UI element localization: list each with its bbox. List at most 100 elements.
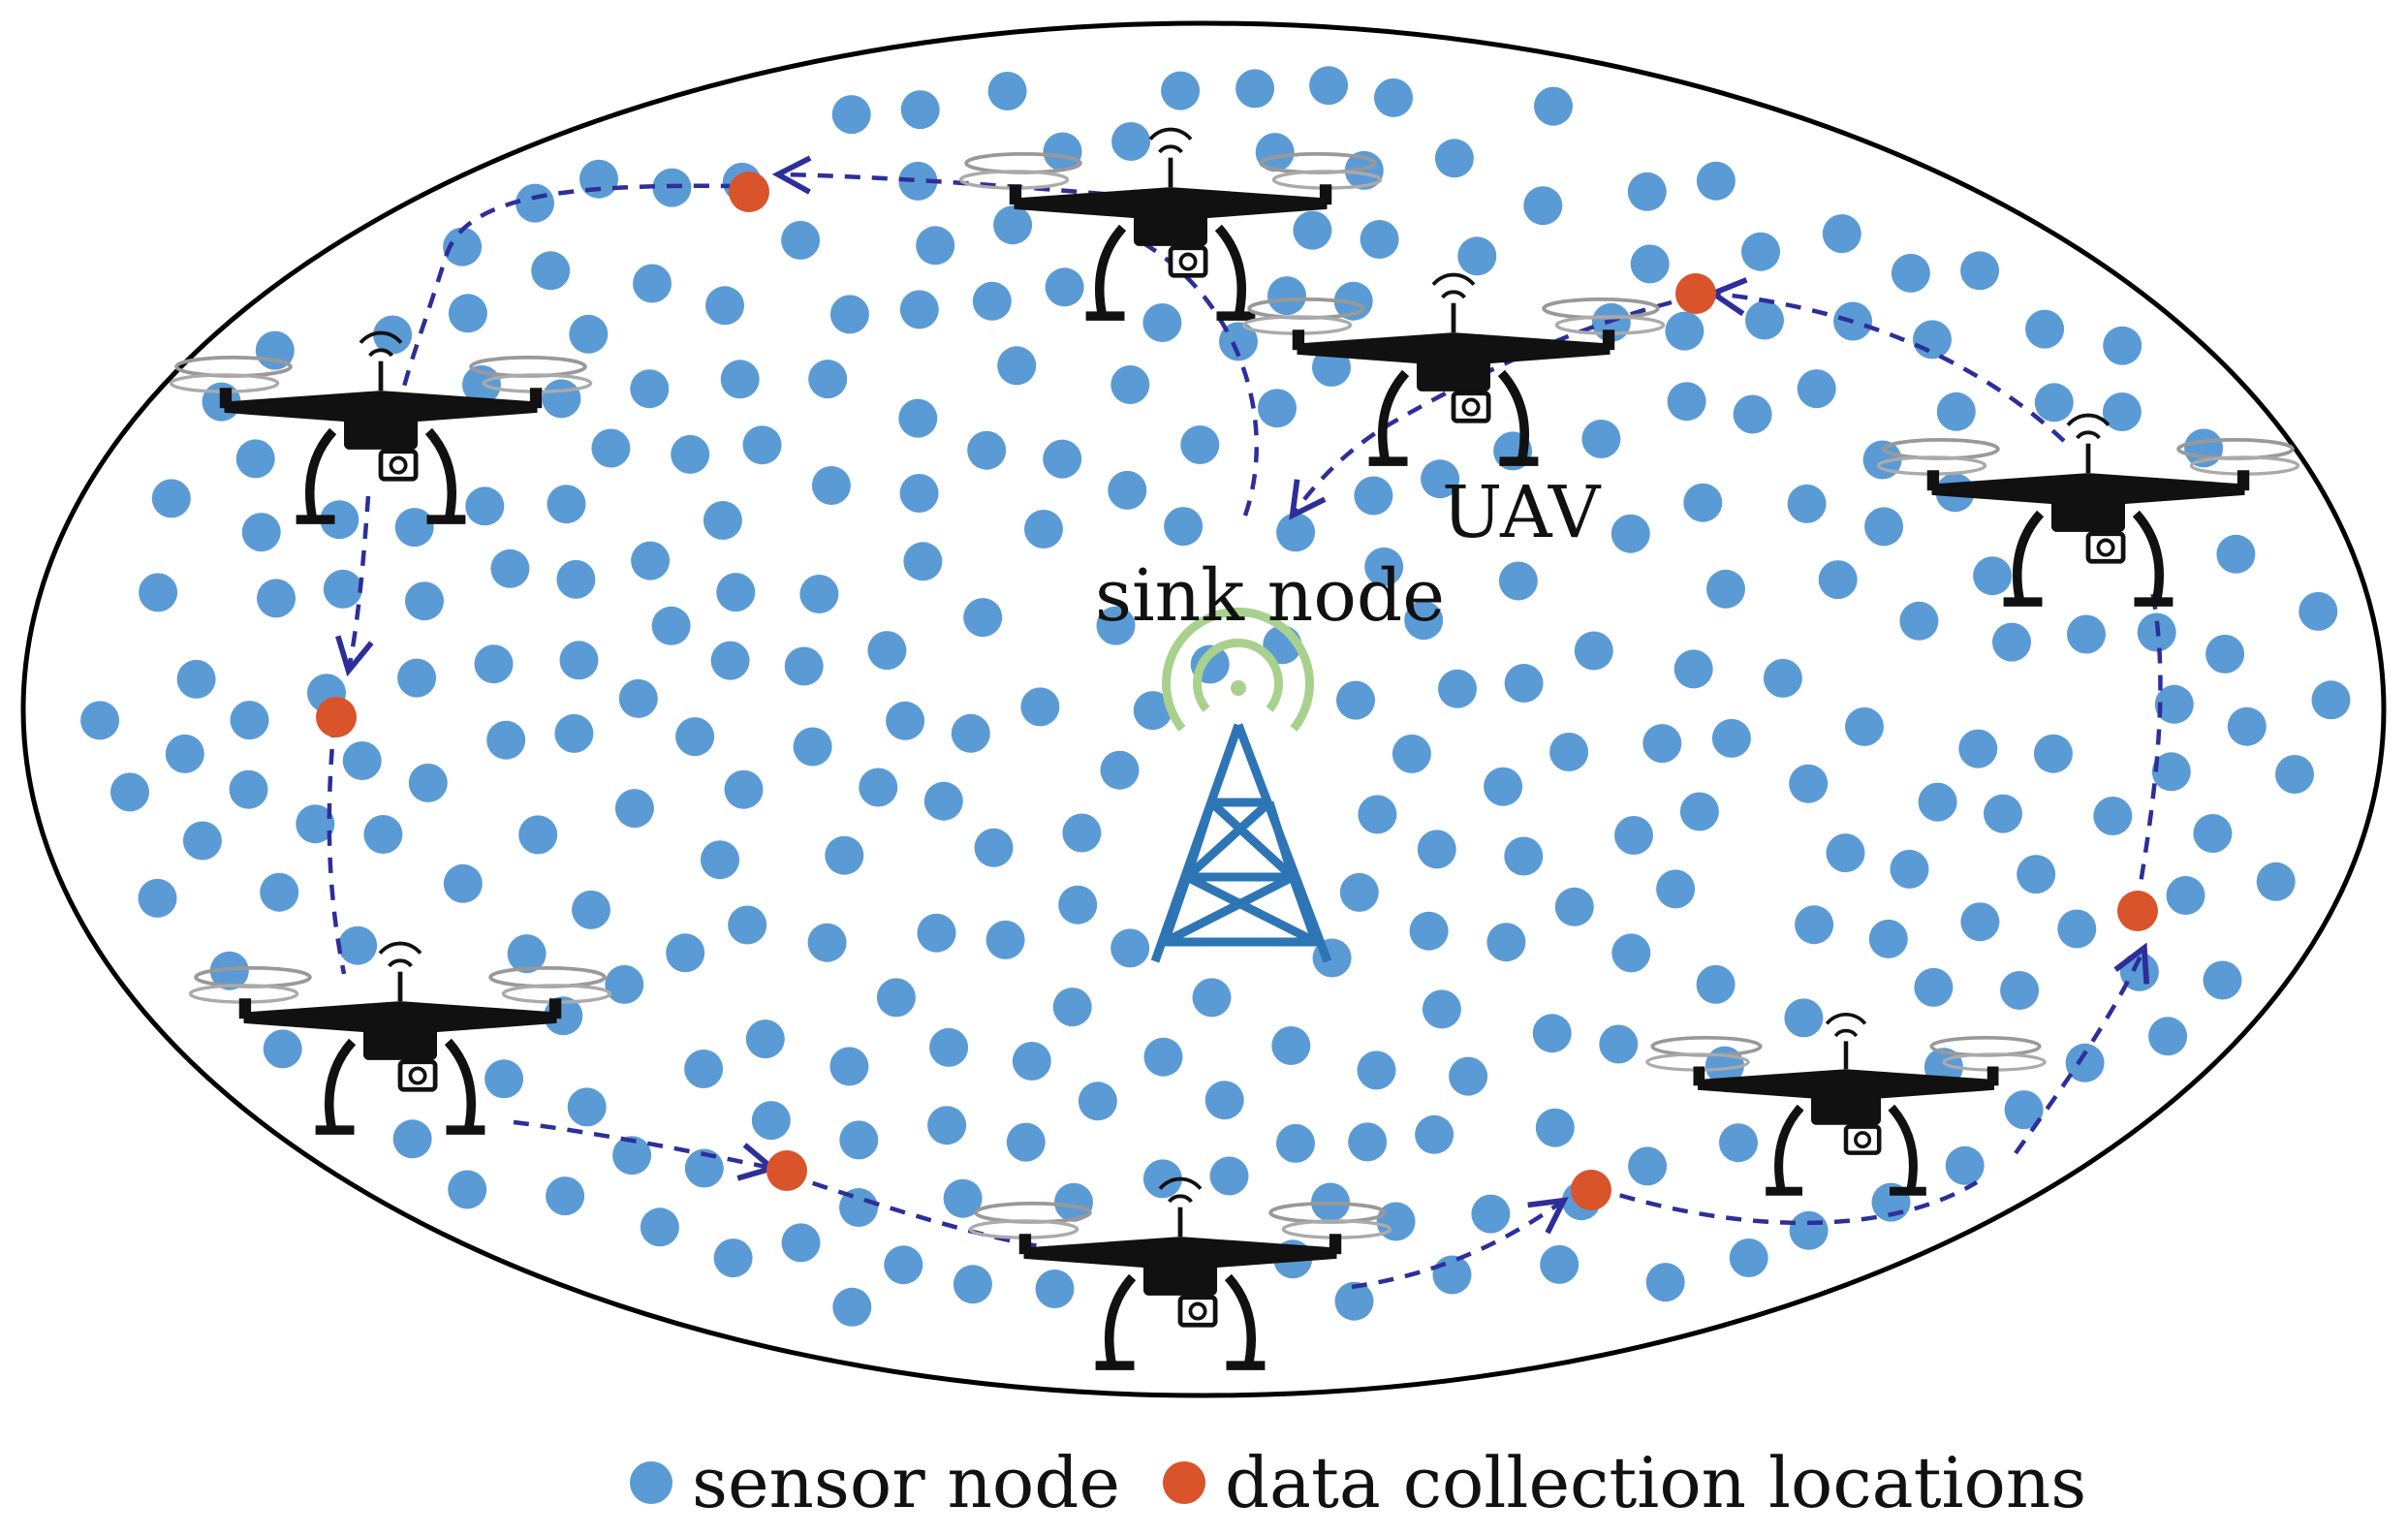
sensor-node xyxy=(640,1207,679,1247)
sensor-node xyxy=(1258,389,1297,428)
sensor-node xyxy=(1192,978,1232,1018)
sensor-node xyxy=(705,286,744,326)
sensor-node xyxy=(1142,303,1182,342)
sensor-node xyxy=(1392,734,1431,773)
sensor-node xyxy=(867,631,907,671)
sensor-node xyxy=(1267,276,1306,316)
sensor-node xyxy=(1058,885,1098,925)
sensor-node xyxy=(985,920,1025,959)
sensor-node xyxy=(490,549,530,588)
sensor-node xyxy=(443,863,483,903)
sensor-node xyxy=(1789,1210,1829,1250)
sensor-node xyxy=(997,346,1037,386)
sensor-node xyxy=(579,159,618,199)
sensor-node xyxy=(1434,139,1474,178)
sensor-node xyxy=(701,840,739,880)
sensor-node xyxy=(1549,733,1589,771)
sensor-node xyxy=(1627,172,1667,211)
sensor-node xyxy=(1645,1263,1685,1302)
sensor-node xyxy=(745,1019,785,1059)
sensor-node xyxy=(884,1245,923,1285)
sensor-node xyxy=(1143,1037,1183,1077)
sensor-node xyxy=(1348,1122,1388,1162)
legend-collection-label: data collection locations xyxy=(1224,1442,2087,1523)
route-segment xyxy=(1706,277,2066,443)
sensor-node xyxy=(263,1029,302,1069)
sensor-node xyxy=(951,713,990,753)
sensor-node xyxy=(1532,1014,1572,1053)
sensor-node xyxy=(1052,987,1092,1027)
sensor-node xyxy=(567,1087,607,1127)
sensor-node xyxy=(953,1265,992,1304)
sensor-node xyxy=(1890,849,1929,889)
sensor-node xyxy=(724,769,764,809)
sensor-node xyxy=(260,872,299,912)
sensor-node xyxy=(408,763,448,802)
sensor-node xyxy=(1457,236,1497,276)
sensor-node xyxy=(1471,1194,1511,1234)
sensor-node xyxy=(2033,734,2073,773)
sink-node-tower xyxy=(1150,608,1332,963)
sensor-node xyxy=(2299,591,2338,631)
sensor-node xyxy=(1422,989,1461,1029)
sensor-node xyxy=(1078,1081,1117,1121)
sensor-node xyxy=(2193,814,2233,853)
sensor-node xyxy=(2065,1043,2105,1082)
sink-node-label: sink node xyxy=(1095,554,1446,638)
sensor-node xyxy=(1404,601,1444,641)
sensor-node xyxy=(405,581,444,621)
sensor-node xyxy=(1415,1114,1454,1154)
sensor-node xyxy=(1062,813,1102,853)
sensor-node xyxy=(1504,836,1544,876)
route-segment xyxy=(513,1119,779,1181)
route-segment xyxy=(396,183,737,408)
sensor-node xyxy=(1554,887,1594,926)
sensor-node xyxy=(1409,911,1449,951)
sensor-node xyxy=(876,978,916,1018)
sensor-node xyxy=(1486,923,1526,962)
sensor-node xyxy=(614,789,654,829)
sensor-node xyxy=(2148,1017,2188,1056)
sensor-node xyxy=(2275,755,2314,794)
sensor-node xyxy=(1913,320,1952,360)
sensor-node xyxy=(916,226,955,266)
collection-location xyxy=(316,697,357,737)
sensor-node xyxy=(1918,782,1957,822)
sensor-node xyxy=(784,646,824,686)
radio-tower-icon xyxy=(1150,723,1332,963)
sensor-node xyxy=(1043,132,1082,172)
sensor-node xyxy=(165,734,204,773)
sensor-node xyxy=(1745,300,1784,340)
sensor-node xyxy=(987,72,1027,110)
sensor-node xyxy=(138,878,177,918)
sensor-node xyxy=(1667,382,1706,422)
sensor-node xyxy=(831,95,871,135)
sensor-node xyxy=(1334,1281,1374,1321)
legend-collection-swatch xyxy=(1162,1461,1205,1504)
sensor-node xyxy=(2034,383,2074,423)
sensor-node xyxy=(2025,309,2065,349)
sensor-node xyxy=(899,290,939,329)
sensor-node xyxy=(671,434,710,474)
sensor-node xyxy=(633,264,672,303)
sensor-node xyxy=(1630,244,1670,284)
sensor-node xyxy=(394,508,434,548)
sensor-node xyxy=(886,701,925,740)
sensor-node xyxy=(542,379,581,419)
quadcopter-uav-icon xyxy=(1878,416,2298,603)
sensor-node xyxy=(397,658,437,698)
sensor-node xyxy=(963,598,1003,638)
sensor-node xyxy=(1845,706,1884,746)
sensor-node-field xyxy=(80,66,2351,1327)
sensor-node xyxy=(1822,214,1861,254)
sensor-node xyxy=(829,295,869,334)
sensor-node xyxy=(929,1027,969,1067)
sensor-node xyxy=(793,727,832,767)
sensor-node xyxy=(684,1148,724,1188)
sensor-node xyxy=(839,1120,879,1160)
sensor-node xyxy=(1354,476,1393,516)
sensor-node xyxy=(807,923,847,962)
sensor-node xyxy=(943,1178,983,1218)
sensor-node xyxy=(703,501,742,540)
sensor-node xyxy=(2057,909,2097,949)
